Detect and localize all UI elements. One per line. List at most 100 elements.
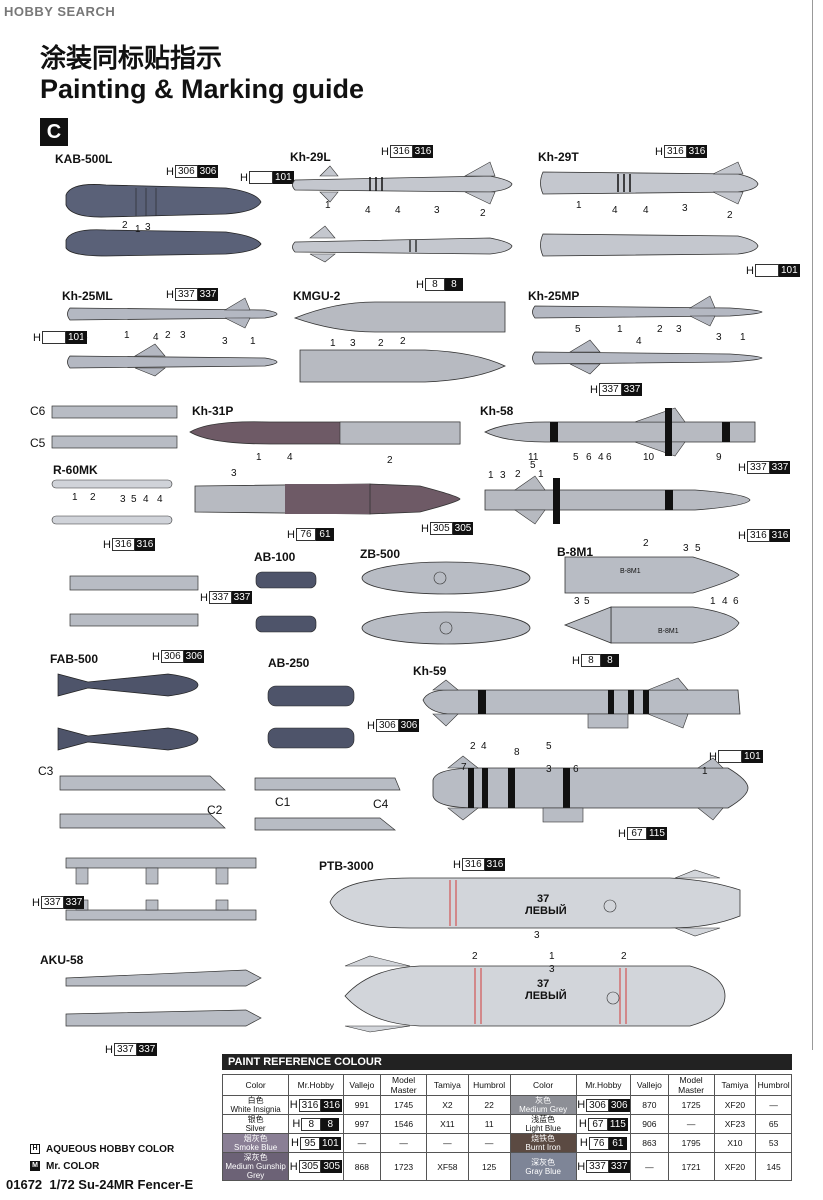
label-kh-58: Kh-58: [480, 404, 514, 418]
tamiya-cell: X11: [426, 1114, 469, 1134]
callout: 2: [643, 538, 649, 549]
kab-500l-drawing: [65, 184, 262, 257]
kh-58-drawing: [484, 407, 756, 525]
label-ab-250: AB-250: [268, 656, 310, 670]
vallejo-cell: 997: [342, 1114, 382, 1134]
label-c3: C3: [38, 764, 54, 778]
callout: 1: [72, 492, 78, 503]
callout: 6: [606, 452, 612, 463]
callout: 2: [472, 951, 478, 962]
code-kh-59-nose: H 101: [709, 750, 763, 763]
callout: 4: [153, 332, 159, 343]
callout: 1: [702, 766, 708, 777]
model-master-cell: 1725: [667, 1095, 715, 1115]
rack-drawing: [65, 857, 257, 921]
ptb-stencil-number: 37: [537, 978, 550, 990]
callout: 5: [584, 596, 590, 607]
tamiya-cell: X2: [426, 1095, 469, 1115]
color-name: Medium Gunship Grey: [225, 1162, 286, 1180]
label-kh-29l: Kh-29L: [290, 150, 331, 164]
column-header: Humbrol: [755, 1074, 792, 1096]
color-name: Burnt Iron: [525, 1143, 561, 1152]
callout: 4: [643, 205, 649, 216]
callout: 3: [120, 494, 126, 505]
humbrol-cell: 11: [467, 1114, 511, 1134]
tamiya-cell: —: [426, 1133, 469, 1153]
humbrol-cell: 65: [755, 1114, 792, 1134]
callout: 2: [387, 455, 393, 466]
callout: 3: [145, 222, 151, 233]
callout: 1: [710, 596, 716, 607]
label-kh-31p: Kh-31P: [192, 404, 234, 418]
paint-reference-heading: PAINT REFERENCE COLOUR: [222, 1054, 792, 1070]
color-name-cn: 深灰色: [531, 1157, 556, 1167]
callout: 4: [481, 741, 487, 752]
kh-29t-drawing: [540, 161, 759, 257]
callout: 5: [530, 460, 536, 471]
callout: 1: [488, 470, 494, 481]
tamiya-cell: XF58: [426, 1152, 469, 1181]
humbrol-cell: —: [467, 1133, 511, 1153]
column-header: Model Master: [667, 1074, 715, 1096]
vallejo-cell: —: [342, 1133, 382, 1153]
callout: 4: [722, 596, 728, 607]
aku-58-drawing: [65, 969, 262, 1027]
label-c2: C2: [207, 803, 223, 817]
code-kh-29l-nose: H 101: [240, 171, 294, 184]
label-ptb-3000: PTB-3000: [319, 859, 374, 873]
ab-100-drawing: [255, 571, 317, 633]
callout: 5: [573, 452, 579, 463]
product-title: 1/72 Su-24MR Fencer-E: [49, 1177, 194, 1192]
callout: 2: [480, 208, 486, 219]
label-r-60mk: R-60MK: [53, 463, 98, 477]
kh-31p-drawing: [189, 421, 461, 515]
callout: 3: [500, 470, 506, 481]
ptb-stencil-number: 37: [537, 893, 550, 905]
callout: 3: [180, 330, 186, 341]
humbrol-cell: —: [755, 1095, 792, 1115]
code-kh-29t-nose: H 101: [746, 264, 800, 277]
callout: 1: [250, 336, 256, 347]
callout: 1: [740, 332, 746, 343]
zb-500-drawing: [361, 561, 531, 645]
color-name-cn: 灰色: [535, 1096, 552, 1105]
callout: 4: [143, 494, 149, 505]
callout: 9: [716, 452, 722, 463]
callout: 1: [576, 200, 582, 211]
kh-25mp-drawing: [532, 295, 763, 375]
kh-59-drawing: [422, 677, 749, 823]
model-master-cell: 1546: [380, 1114, 428, 1134]
pylon-c5-c6-drawing: [51, 405, 178, 449]
table-header-row: Color Mr.Hobby Vallejo Model Master Tami…: [221, 1074, 792, 1096]
callout: 3: [231, 468, 237, 479]
humbrol-cell: 125: [467, 1152, 511, 1181]
fab-500-drawing: [57, 673, 199, 751]
color-name-cn: 烟灰色: [243, 1134, 268, 1143]
callout: 3: [716, 332, 722, 343]
callout: 3: [676, 324, 682, 335]
model-master-cell: 1723: [380, 1152, 428, 1181]
column-header: Tamiya: [426, 1074, 469, 1096]
callout: 3: [434, 205, 440, 216]
callout: 4: [636, 336, 642, 347]
callout: 1: [135, 224, 141, 235]
aqueous-color-icon: H: [30, 1144, 40, 1155]
callout: 3: [350, 338, 356, 349]
